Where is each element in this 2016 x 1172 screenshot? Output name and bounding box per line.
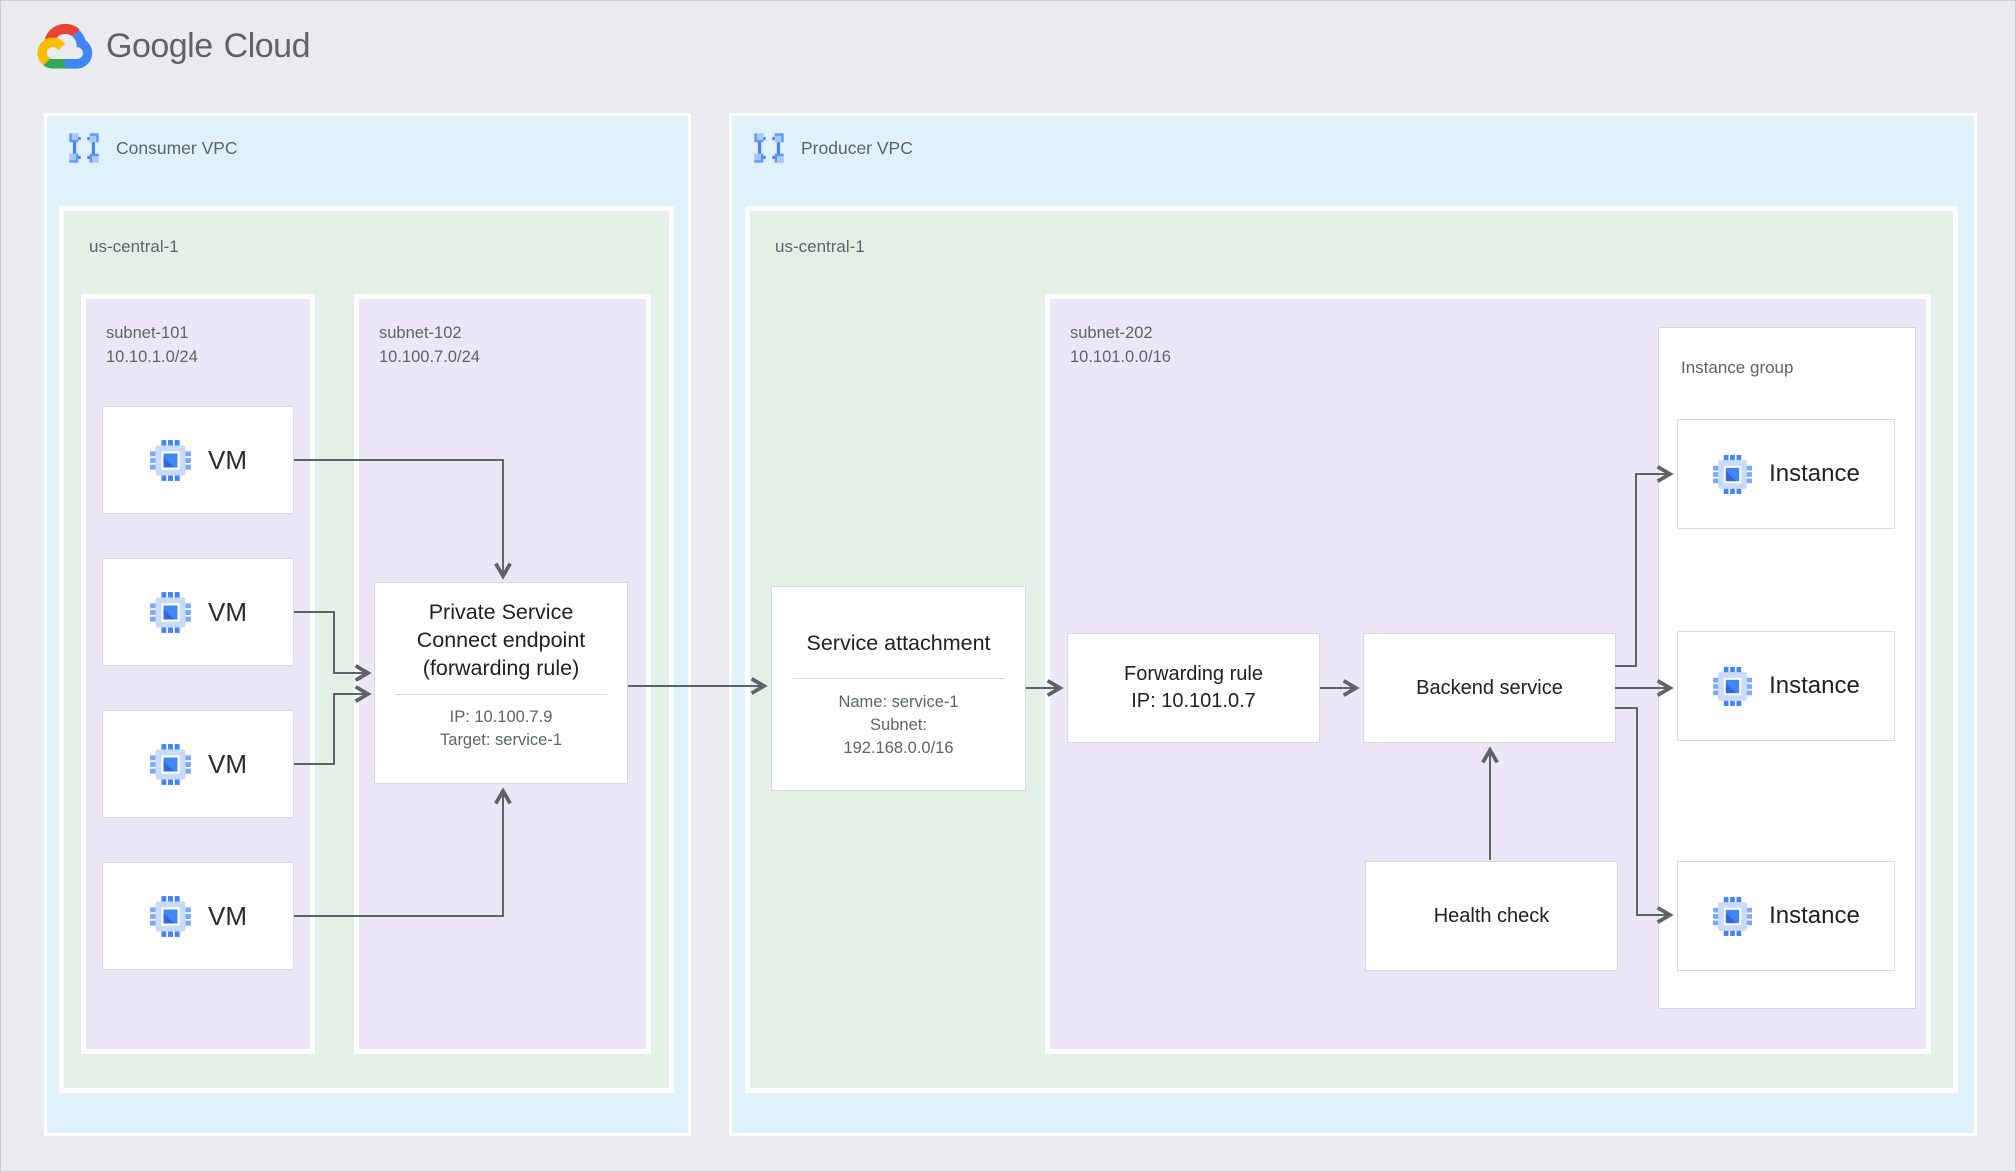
service-attachment-name: Name: service-1 xyxy=(838,693,959,711)
logo-text-google: Google xyxy=(106,26,213,65)
vm-node-1: VM xyxy=(102,406,294,514)
subnet-101-cidr: 10.10.1.0/24 xyxy=(106,348,198,366)
subnet-102-name: subnet-102 xyxy=(379,324,462,342)
backend-service-label: Backend service xyxy=(1416,676,1563,699)
subnet-101-name: subnet-101 xyxy=(106,324,189,342)
vm-node-3: VM xyxy=(102,710,294,818)
compute-engine-icon xyxy=(149,439,192,482)
vm-label: VM xyxy=(208,444,247,475)
vpc-network-icon xyxy=(752,131,786,165)
vm-label: VM xyxy=(208,596,247,627)
instance-label: Instance xyxy=(1769,902,1860,929)
service-attachment-subnet-label: Subnet: xyxy=(870,716,927,734)
vm-label: VM xyxy=(208,900,247,931)
forwarding-rule-node: Forwarding rule IP: 10.101.0.7 xyxy=(1067,633,1320,743)
divider xyxy=(395,694,607,695)
compute-engine-icon xyxy=(1712,666,1753,707)
producer-vpc-label: Producer VPC xyxy=(801,138,913,158)
subnet-101-label: subnet-101 10.10.1.0/24 xyxy=(106,321,198,369)
psc-endpoint-target: Target: service-1 xyxy=(440,731,562,749)
backend-service-node: Backend service xyxy=(1363,633,1616,743)
instance-label: Instance xyxy=(1769,460,1860,487)
logo-text-cloud: Cloud xyxy=(223,26,311,65)
subnet-202-label: subnet-202 10.101.0.0/16 xyxy=(1070,321,1171,369)
vm-node-2: VM xyxy=(102,558,294,666)
subnet-102-label: subnet-102 10.100.7.0/24 xyxy=(379,321,480,369)
subnet-202-name: subnet-202 xyxy=(1070,324,1153,342)
instance-group-label: Instance group xyxy=(1681,358,1794,377)
service-attachment-details: Name: service-1 Subnet: 192.168.0.0/16 xyxy=(838,691,958,760)
subnet-202-cidr: 10.101.0.0/16 xyxy=(1070,348,1171,366)
producer-region-label: us-central-1 xyxy=(775,237,865,256)
service-attachment-node: Service attachment Name: service-1 Subne… xyxy=(771,586,1026,791)
google-cloud-icon xyxy=(37,23,93,69)
service-attachment-title: Service attachment xyxy=(806,631,991,655)
compute-engine-icon xyxy=(1712,896,1753,937)
vm-label: VM xyxy=(208,748,247,779)
psc-endpoint-node: Private Service Connect endpoint (forwar… xyxy=(374,582,628,784)
forwarding-rule-title: Forwarding rule xyxy=(1124,663,1263,685)
compute-engine-icon xyxy=(149,591,192,634)
producer-vpc-header: Producer VPC xyxy=(752,131,913,165)
compute-engine-icon xyxy=(1712,454,1753,495)
instance-label: Instance xyxy=(1769,672,1860,699)
psc-endpoint-details: IP: 10.100.7.9 Target: service-1 xyxy=(440,706,562,752)
consumer-vpc-label: Consumer VPC xyxy=(116,138,238,158)
vpc-network-icon xyxy=(67,131,101,165)
vm-node-4: VM xyxy=(102,862,294,970)
health-check-label: Health check xyxy=(1433,904,1550,927)
service-attachment-subnet-cidr: 192.168.0.0/16 xyxy=(843,739,954,757)
google-cloud-logo: Google Cloud xyxy=(37,23,310,69)
compute-engine-icon xyxy=(149,895,192,938)
consumer-region-label: us-central-1 xyxy=(89,237,179,256)
health-check-node: Health check xyxy=(1365,861,1618,971)
divider xyxy=(792,678,1005,679)
instance-node-3: Instance xyxy=(1677,861,1895,971)
psc-endpoint-ip: IP: 10.100.7.9 xyxy=(449,708,553,726)
instance-node-2: Instance xyxy=(1677,631,1895,741)
forwarding-rule-ip: IP: 10.101.0.7 xyxy=(1131,690,1256,712)
compute-engine-icon xyxy=(149,743,192,786)
consumer-vpc-header: Consumer VPC xyxy=(67,131,238,165)
instance-node-1: Instance xyxy=(1677,419,1895,529)
psc-endpoint-title: Private Service Connect endpoint (forwar… xyxy=(416,600,586,680)
subnet-102-cidr: 10.100.7.0/24 xyxy=(379,348,480,366)
